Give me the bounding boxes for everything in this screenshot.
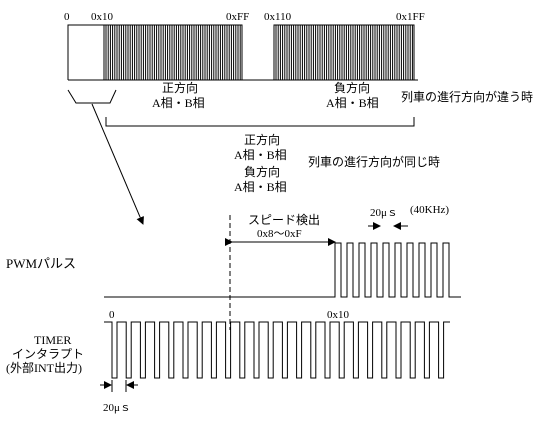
speed-range-label: 0x8〜0xF bbox=[257, 228, 302, 240]
timer-tick-0: 0 bbox=[109, 309, 115, 321]
hex-0x1ff-label: 0x1FF bbox=[396, 11, 425, 23]
pwm-waveform bbox=[104, 242, 461, 298]
same-negative-direction-label: 負方向 bbox=[244, 164, 280, 179]
same-negative-phase-label: A相・B相 bbox=[234, 180, 287, 194]
hex-0x110-label: 0x110 bbox=[264, 11, 292, 23]
zoom-arrow bbox=[91, 103, 144, 225]
left-phase-label: A相・B相 bbox=[152, 96, 205, 110]
hex-0-label: 0 bbox=[64, 11, 70, 23]
timer-waveform bbox=[104, 321, 450, 379]
right-phase-label: A相・B相 bbox=[326, 96, 379, 110]
hatch-block-negative bbox=[273, 24, 415, 80]
pwm-pulse-train bbox=[104, 242, 461, 298]
same-positive-direction-label: 正方向 bbox=[244, 132, 280, 147]
timer-label-line2: インタラプト bbox=[12, 347, 84, 361]
direction-differs-note: 列車の進行方向が違う時 bbox=[401, 89, 533, 104]
zoom-funnel bbox=[67, 89, 117, 104]
pwm-label: PWMパルス bbox=[6, 256, 76, 271]
speed-detect-label: スピード検出 bbox=[248, 213, 320, 227]
hatch-block-positive bbox=[103, 24, 243, 80]
timer-interrupt-train bbox=[104, 321, 450, 379]
counter-waveform bbox=[67, 24, 418, 81]
same-positive-phase-label: A相・B相 bbox=[234, 148, 287, 162]
hatch-block-positive-outline bbox=[103, 24, 243, 80]
right-direction-label: 負方向 bbox=[334, 80, 370, 95]
pwm-period-label: 20μｓ bbox=[370, 207, 398, 219]
direction-same-note: 列車の進行方向が同じ時 bbox=[308, 154, 440, 169]
timer-tick-0x10: 0x10 bbox=[327, 309, 350, 321]
range-bracket bbox=[105, 117, 415, 127]
timer-label-line3: (外部INT出力) bbox=[6, 360, 82, 375]
timer-label-line1: TIMER bbox=[34, 333, 71, 347]
counter-baseline-left bbox=[67, 24, 104, 80]
left-direction-label: 正方向 bbox=[162, 80, 198, 95]
pwm-frequency-label: (40KHz) bbox=[410, 204, 449, 216]
hex-0xff-label: 0xFF bbox=[226, 11, 249, 23]
hex-0x10-label: 0x10 bbox=[91, 11, 114, 23]
timer-period-label: 20μｓ bbox=[103, 402, 131, 414]
